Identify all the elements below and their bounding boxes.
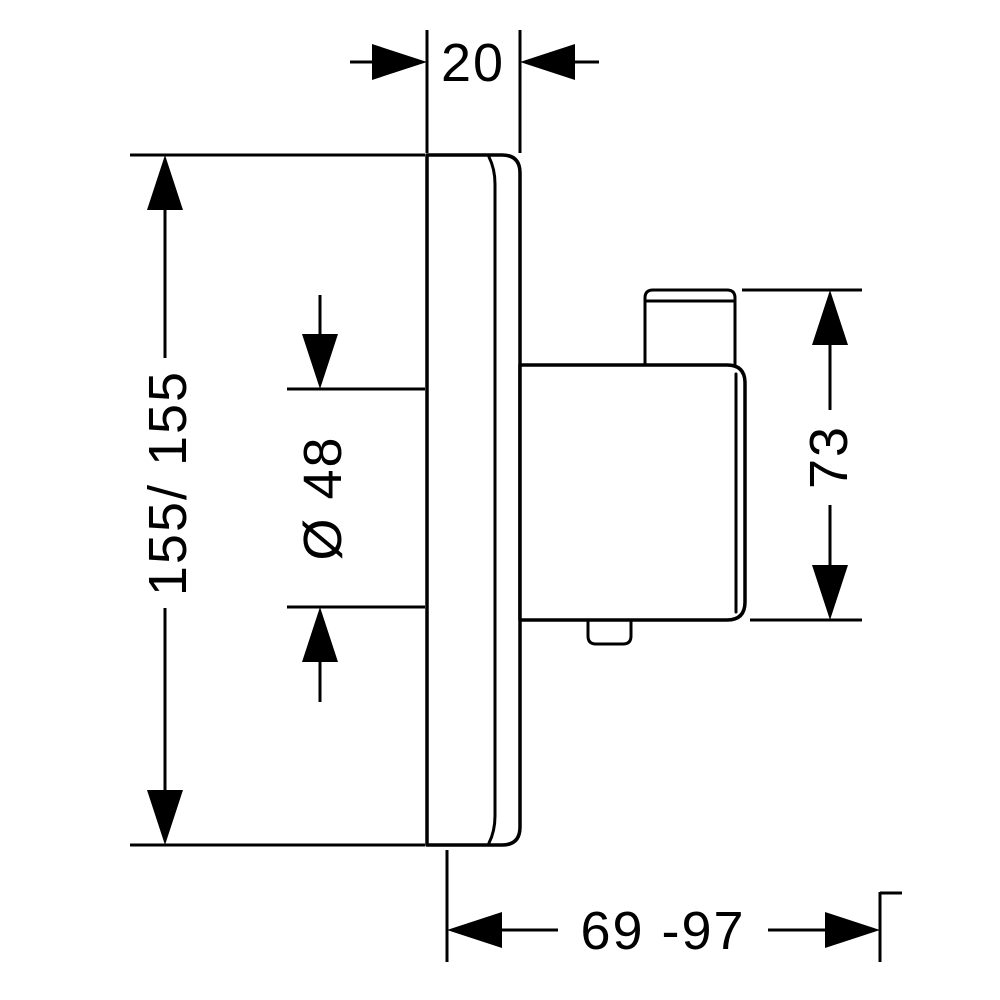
- dimension-label-plate-depth: 20: [441, 33, 505, 93]
- arrowhead-left-icon: [447, 912, 502, 948]
- fixture-outline: [425, 153, 747, 847]
- faceplate-outline: [425, 153, 522, 847]
- handle-outline: [643, 288, 737, 367]
- arrowhead-down-icon: [812, 565, 848, 620]
- arrowhead-right-icon: [372, 44, 427, 80]
- dimension-label-installation-depth: 69 -97: [580, 901, 745, 961]
- dimension-plate-depth: 20: [350, 30, 599, 153]
- faceplate-front-edge: [487, 155, 497, 845]
- dimension-label-handle-height: 73: [799, 425, 859, 489]
- arrowhead-up-icon: [812, 290, 848, 345]
- valve-body-outline: [518, 363, 747, 622]
- dimension-label-plate-size: 155/ 155: [138, 370, 198, 596]
- dimension-plate-size: 155/ 155: [130, 153, 425, 847]
- dimension-diameter: Ø 48: [287, 295, 425, 702]
- arrowhead-up-icon: [302, 607, 338, 662]
- arrowhead-down-icon: [302, 334, 338, 389]
- dimension-label-diameter: Ø 48: [293, 435, 353, 560]
- arrowhead-up-icon: [147, 155, 183, 210]
- arrowhead-down-icon: [147, 790, 183, 845]
- dimension-handle-height: 73: [742, 288, 862, 622]
- arrowhead-left-icon: [520, 44, 575, 80]
- dimension-installation-depth: 69 -97: [445, 850, 902, 962]
- arrowhead-right-icon: [825, 912, 880, 948]
- bottom-stop-outline: [586, 618, 633, 646]
